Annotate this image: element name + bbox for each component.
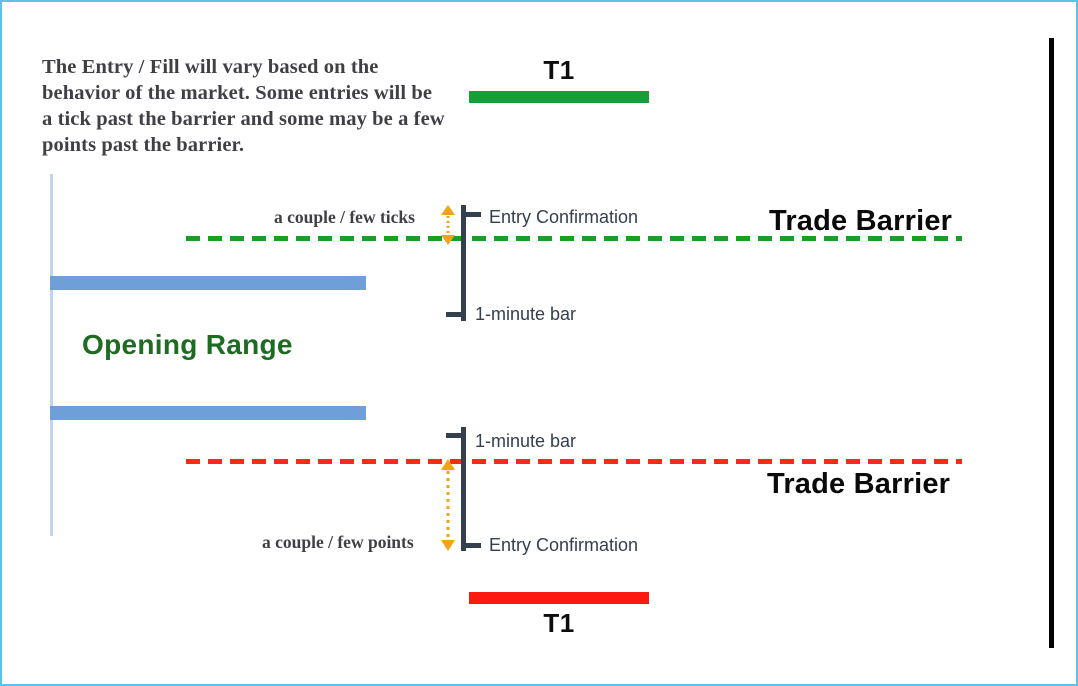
one-minute-bar-label-upper: 1-minute bar bbox=[475, 304, 577, 324]
slippage-double-arrow-upper bbox=[439, 205, 457, 245]
one-minute-bar-lower-close-tick bbox=[461, 543, 481, 548]
trade-barrier-line-lower bbox=[186, 459, 962, 464]
entry-confirmation-label-upper: Entry Confirmation bbox=[489, 207, 639, 227]
trade-barrier-line-upper bbox=[186, 236, 962, 241]
slippage-double-arrow-lower bbox=[439, 459, 457, 551]
target-label-top: T1 bbox=[543, 55, 575, 85]
trade-barrier-label-lower: Trade Barrier bbox=[767, 468, 951, 500]
opening-range-label: Opening Range bbox=[82, 329, 293, 360]
target-bar-bottom bbox=[469, 592, 649, 604]
target-label-bottom: T1 bbox=[543, 608, 575, 638]
opening-range-low-bar bbox=[50, 406, 366, 420]
slippage-callout-upper: a couple / few ticks bbox=[274, 207, 415, 227]
description-text: The Entry / Fill will vary based on the … bbox=[42, 55, 445, 156]
opening-range-axis bbox=[50, 174, 53, 536]
opening-range-high-bar bbox=[50, 276, 366, 290]
right-vertical-rule bbox=[1049, 38, 1054, 648]
one-minute-bar-upper bbox=[461, 205, 466, 321]
entry-confirmation-label-lower: Entry Confirmation bbox=[489, 535, 639, 555]
slippage-callout-lower: a couple / few points bbox=[262, 532, 414, 552]
one-minute-bar-lower bbox=[461, 427, 466, 551]
one-minute-bar-lower-open-tick bbox=[446, 433, 466, 438]
one-minute-bar-label-lower: 1-minute bar bbox=[475, 431, 577, 451]
one-minute-bar-upper-close-tick bbox=[446, 312, 466, 317]
trade-barrier-label-upper: Trade Barrier bbox=[769, 205, 953, 237]
target-bar-top bbox=[469, 91, 649, 103]
one-minute-bar-upper-open-tick bbox=[461, 212, 481, 217]
